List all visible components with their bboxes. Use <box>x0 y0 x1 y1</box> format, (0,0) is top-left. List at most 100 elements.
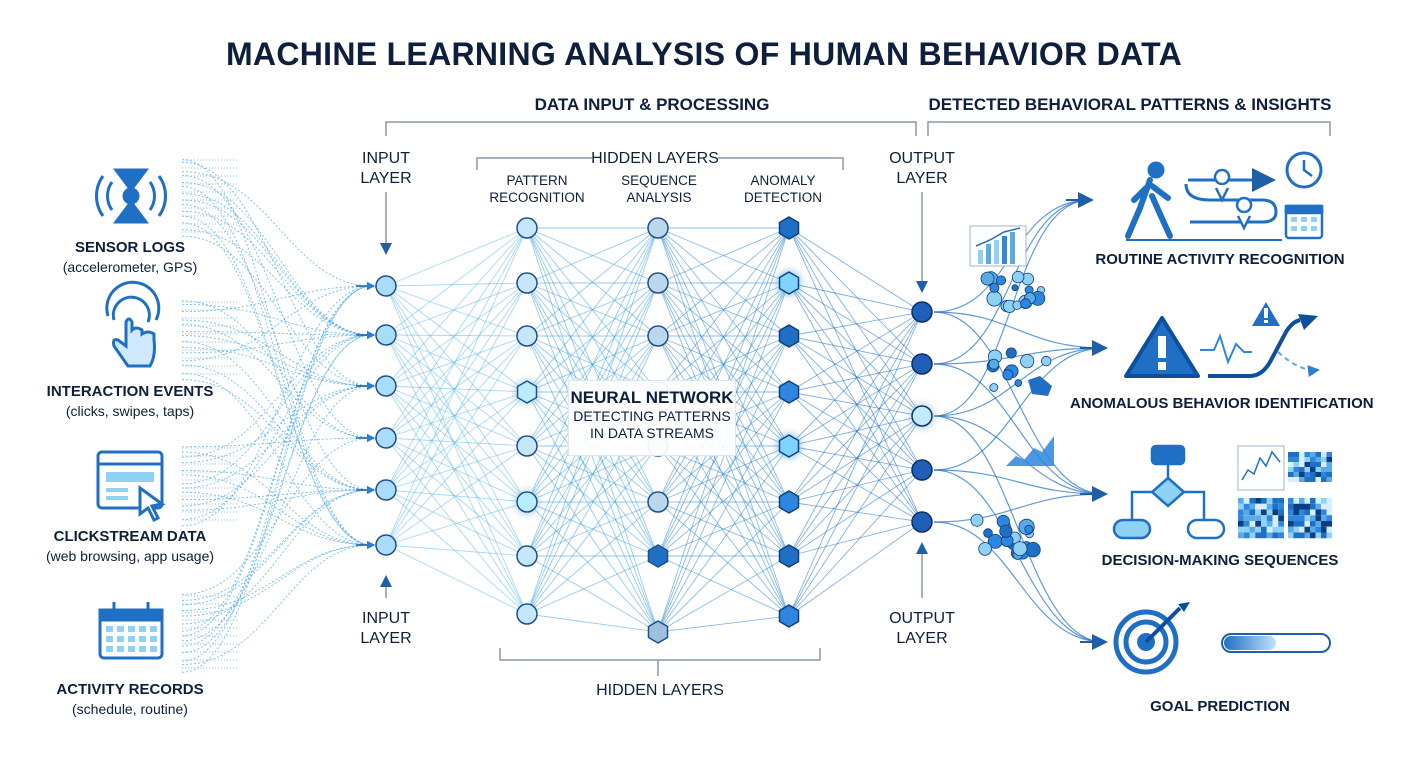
network-edge <box>788 311 923 557</box>
calendar-cell <box>150 646 157 652</box>
heatmap-cell <box>1321 477 1327 482</box>
heatmap-cell <box>1293 503 1299 510</box>
calendar-cell <box>139 636 146 642</box>
network-edge <box>788 282 923 365</box>
network-edge <box>657 282 790 633</box>
browser-cursor-icon <box>96 450 166 523</box>
page-title: MACHINE LEARNING ANALYSIS OF HUMAN BEHAV… <box>225 36 1183 72</box>
network-edge <box>385 335 528 546</box>
heatmap-cell <box>1326 509 1332 516</box>
heatmap-cell <box>1321 457 1327 462</box>
network-edge <box>526 501 659 557</box>
data-stream-line <box>181 341 373 491</box>
heatmap-cell <box>1315 521 1321 527</box>
heatmap-cell <box>1288 472 1294 477</box>
network-edge <box>385 334 528 503</box>
network-edge <box>385 227 528 287</box>
calendar-cell <box>150 636 157 642</box>
network-edge <box>385 437 528 447</box>
source-activity-records-desc: (schedule, routine) <box>72 701 188 717</box>
heatmap-cell <box>1238 498 1244 504</box>
heatmap-cell <box>1321 467 1327 472</box>
input-node <box>375 479 397 501</box>
heatmap-cell <box>1310 467 1316 472</box>
network-edge <box>657 227 790 503</box>
output-curve <box>933 199 1091 365</box>
heatmap-cell <box>1321 526 1327 533</box>
hidden-node <box>516 217 538 239</box>
calendar-cell <box>106 626 113 632</box>
network-edge <box>657 335 790 633</box>
network-edge <box>385 334 528 557</box>
output-node <box>911 459 933 481</box>
heatmap-cell <box>1299 467 1305 472</box>
section-brackets <box>380 121 1331 676</box>
data-stream-line <box>181 171 373 287</box>
hidden-node <box>778 324 800 348</box>
heatmap-cell <box>1326 521 1332 527</box>
heatmap-cell <box>1243 521 1250 527</box>
data-stream-line <box>181 285 373 313</box>
hidden-node <box>516 545 538 567</box>
data-stream-line <box>181 385 373 489</box>
cluster-dot <box>986 290 1003 307</box>
source-clickstream-desc: (web browsing, app usage) <box>45 548 215 564</box>
network-edge <box>788 227 923 523</box>
heatmap-cell <box>1326 477 1332 482</box>
heatmap-cell <box>1243 515 1250 521</box>
heatmap-cell <box>1299 509 1305 516</box>
heatmap-cell <box>1272 526 1279 533</box>
heatmap-cell <box>1278 515 1284 521</box>
heatmap-cell <box>1293 462 1299 467</box>
data-stream-line <box>181 222 373 546</box>
section-insights: DETECTED BEHAVIORAL PATTERNS & INSIGHTS <box>928 95 1332 114</box>
input-node <box>375 375 397 397</box>
hidden-node <box>647 217 669 239</box>
network-edge <box>657 391 790 557</box>
network-edge <box>526 501 659 633</box>
data-stream-line <box>181 489 373 606</box>
hidden-node <box>516 380 538 404</box>
heatmap-cell <box>1288 452 1294 457</box>
heatmap-cell <box>1255 498 1261 504</box>
heatmap-cell <box>1304 503 1310 510</box>
network-edge <box>385 385 528 393</box>
network-edge <box>788 311 923 393</box>
heatmap-cell <box>1255 503 1261 510</box>
hidden-node <box>778 544 800 568</box>
network-edge <box>788 415 923 557</box>
data-stream-line <box>181 489 373 601</box>
calendar-cell <box>128 636 135 642</box>
network-edge <box>385 445 528 546</box>
section-input-processing: DATA INPUT & PROCESSING <box>534 95 770 114</box>
data-stream-line <box>181 347 373 387</box>
calendar-cell <box>117 626 124 632</box>
source-sensor-logs-name: SENSOR LOGS <box>74 239 186 256</box>
network-edge <box>526 555 659 615</box>
heatmap-cell <box>1288 503 1294 510</box>
data-stream-line <box>181 372 373 546</box>
heatmap-cell <box>1304 521 1310 527</box>
network-edge <box>657 391 790 633</box>
heatmap-cell <box>1293 515 1299 521</box>
network-edge <box>788 501 923 523</box>
input-node <box>375 275 397 297</box>
heatmap-cell <box>1261 498 1267 504</box>
heatmap-cell <box>1266 515 1273 521</box>
heatmap-cell <box>1255 526 1261 533</box>
data-stream-line <box>181 491 373 546</box>
output-curve <box>933 363 1105 495</box>
network-edge <box>385 385 528 447</box>
network-edge <box>526 445 659 633</box>
data-stream-line <box>181 544 373 617</box>
network-edge <box>385 282 528 287</box>
data-stream-line <box>181 199 373 336</box>
cluster-dot <box>1012 300 1022 310</box>
network-edge <box>788 311 923 337</box>
hidden-node <box>778 604 800 628</box>
data-stream-line <box>181 215 373 546</box>
cluster-dot <box>1011 284 1019 292</box>
calendar-cell <box>128 646 135 652</box>
